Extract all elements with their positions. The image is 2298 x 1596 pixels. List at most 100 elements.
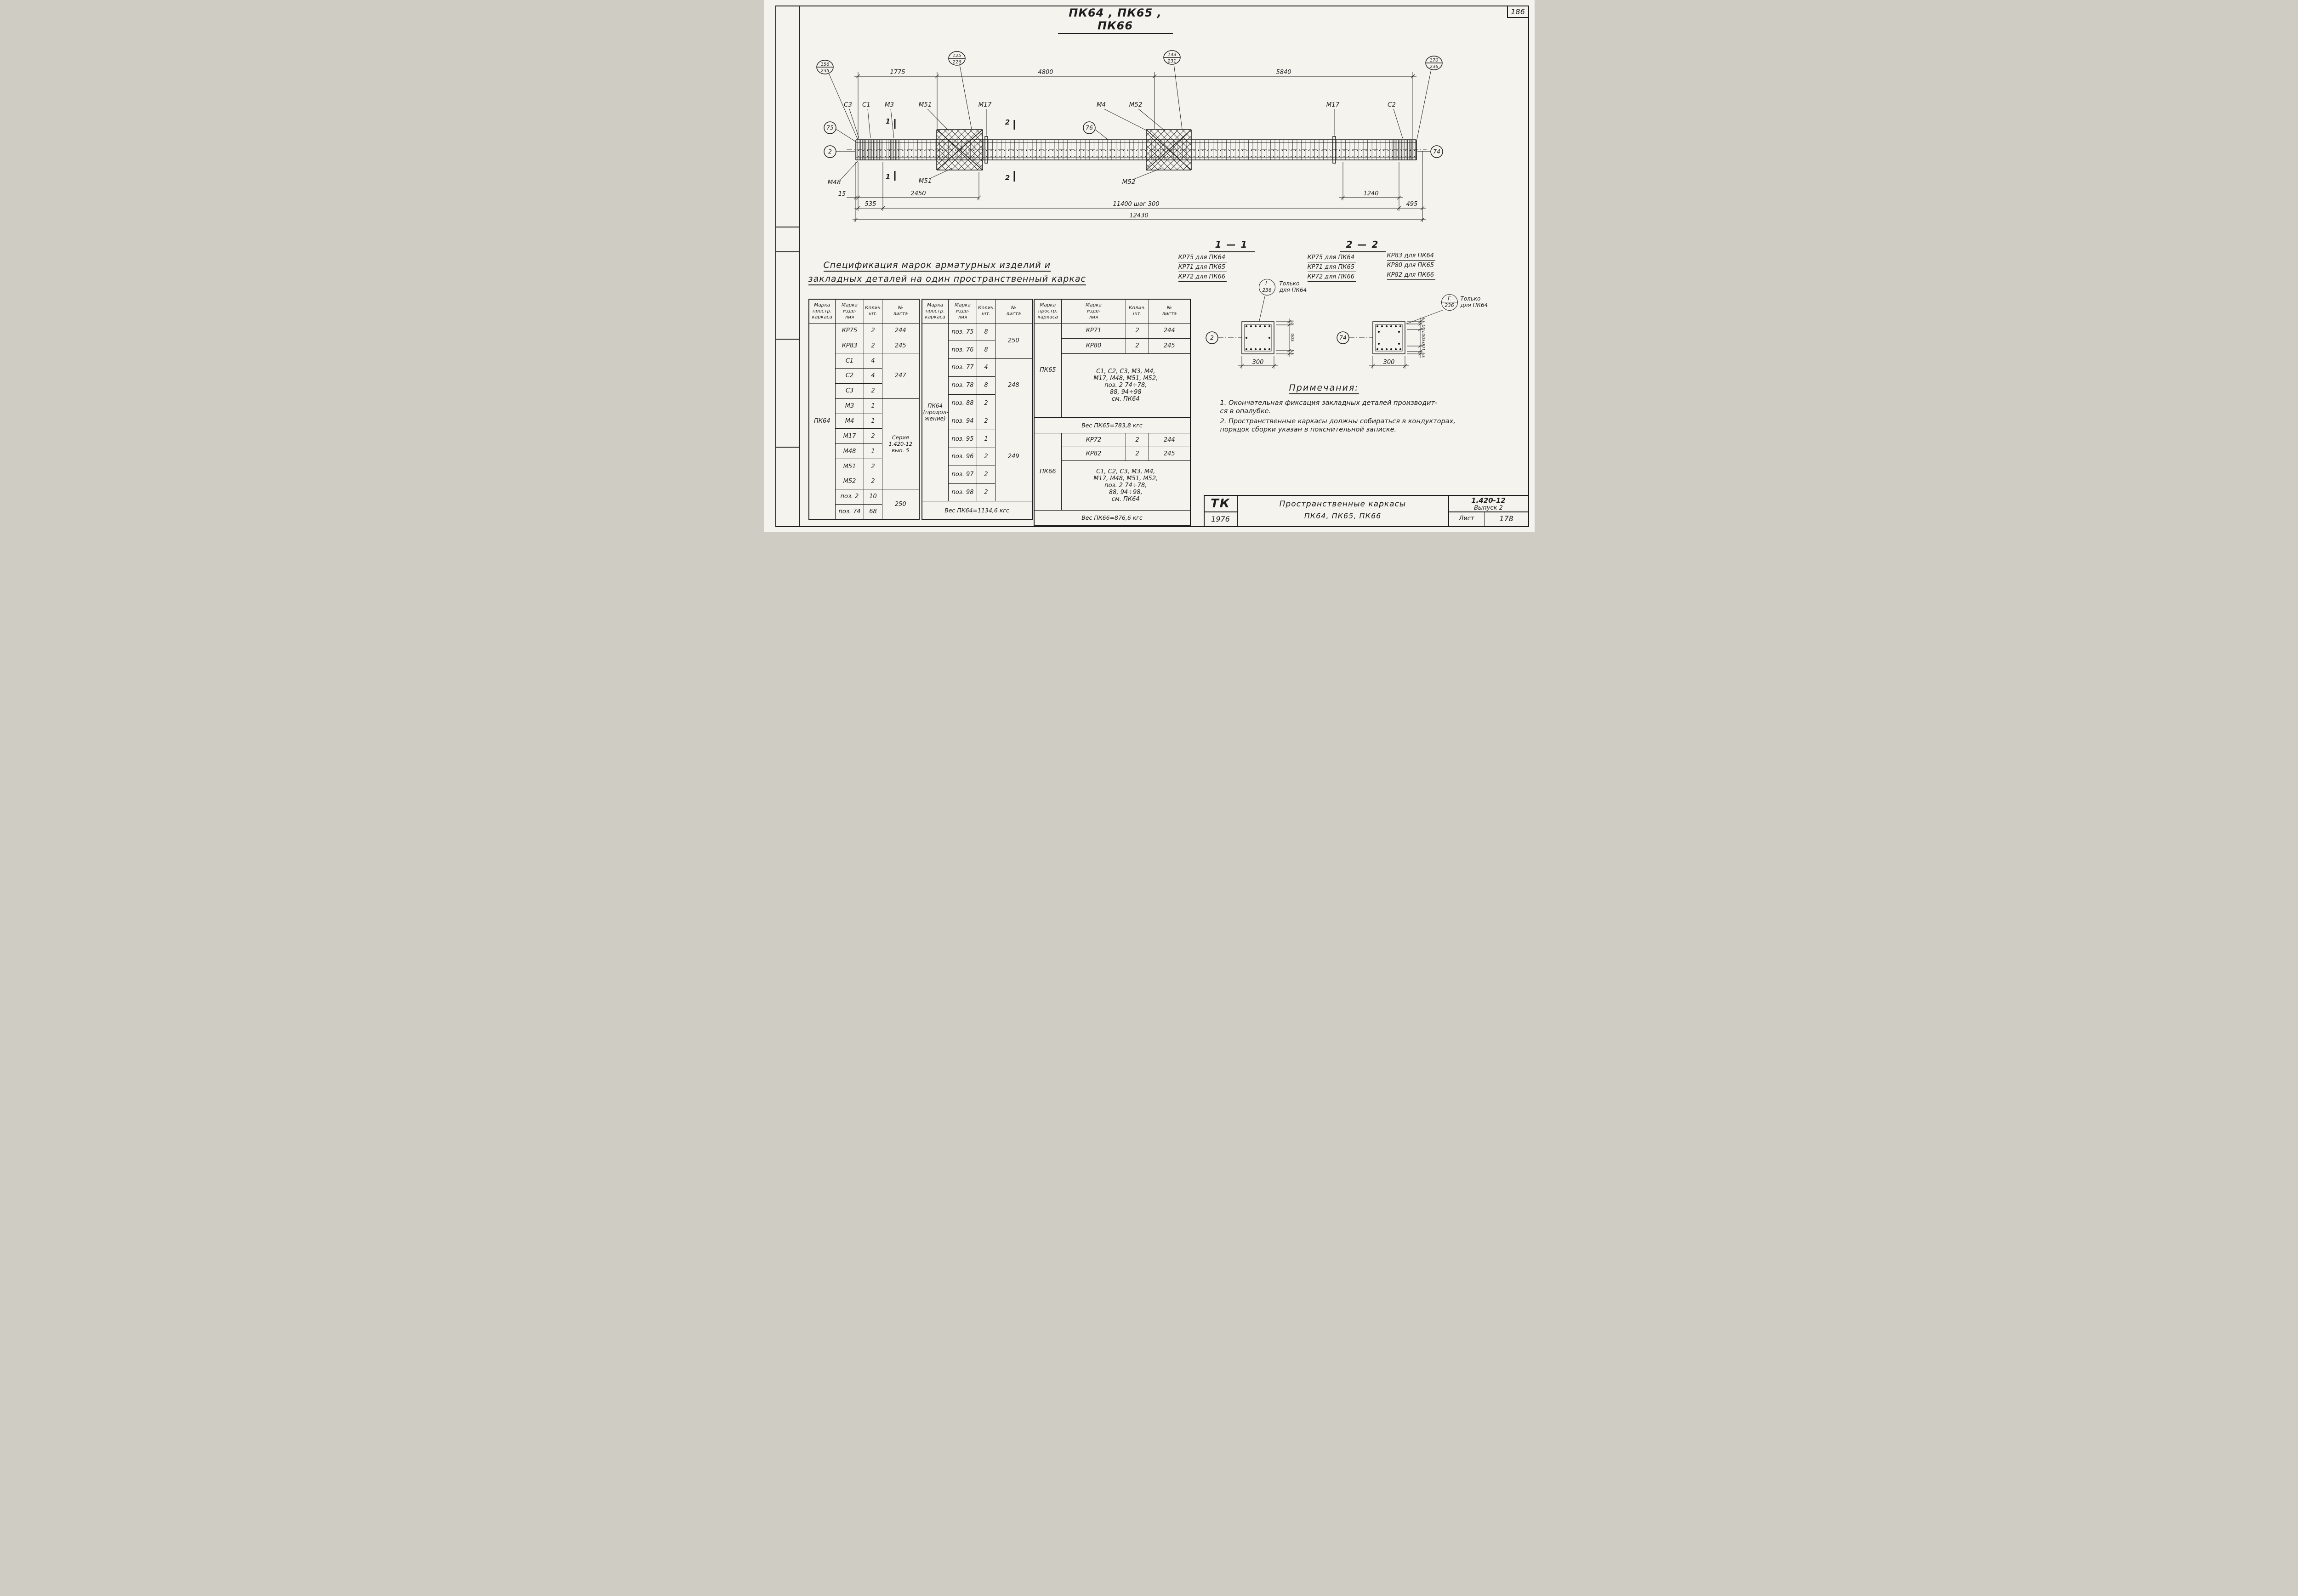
- spec-qty-cell: 2: [977, 448, 995, 466]
- series-code-cell: 1.420-12 Выпуск 2: [1449, 496, 1528, 512]
- fraction-top: 156: [820, 62, 829, 67]
- dim-label: 535: [865, 201, 876, 208]
- dim-label: 4800: [1038, 69, 1053, 76]
- part-label: М52: [1122, 178, 1135, 186]
- section-2-2-title: 2 — 2: [1339, 239, 1386, 252]
- spec-item-cell: С2: [835, 368, 864, 384]
- spec-qty-cell: 68: [864, 504, 882, 520]
- section-2-2-bar-list-left: КР75 для ПК64 КР71 для ПК65 КР72 для ПК6…: [1307, 254, 1356, 283]
- margin-cell-divider: [775, 251, 800, 252]
- spec-sheet-cell: 244: [882, 323, 919, 339]
- spec-item-cell: КР82: [1061, 446, 1126, 461]
- spec-item-cell: поз. 76: [948, 341, 977, 359]
- circle-callouts: [823, 121, 1443, 158]
- spec-qty-cell: 2: [864, 459, 882, 474]
- g-callout-number: 236: [1262, 288, 1272, 293]
- spec-table-pk64: Марка простр. каркаса Марка изде- лия Ко…: [808, 299, 920, 520]
- part-label: М51: [918, 101, 932, 108]
- spec-frame-cell: ПК64 (продол- жение): [921, 323, 949, 502]
- drawing-sheet: 186 ПК64 , ПК65 , ПК66: [763, 0, 1535, 532]
- bar-label: КР75 для ПК64: [1307, 254, 1356, 262]
- spec-qty-cell: 2: [864, 338, 882, 354]
- spec-same-as-cell: С1, С2, С3, М3, М4, М17, М48, М51, М52, …: [1061, 460, 1190, 511]
- dim-label: 300: [1291, 333, 1296, 342]
- dim-label: 300: [1383, 359, 1394, 366]
- spec-sheet-cell: 250: [882, 488, 919, 520]
- part-label: М4: [1096, 101, 1105, 108]
- dim-label: 35: [1291, 350, 1296, 356]
- section-1-1-view: 2 300: [1205, 296, 1296, 369]
- dim-label: 100: [1422, 324, 1427, 333]
- spec-item-cell: поз. 98: [948, 483, 977, 502]
- spec-item-cell: КР83: [835, 338, 864, 354]
- spec-item-cell: поз. 97: [948, 465, 977, 484]
- spec-qty-cell: 1: [977, 430, 995, 449]
- sheet-frame: [775, 6, 1529, 527]
- spec-sheet-cell: 245: [1149, 338, 1190, 354]
- sheet-cell: Лист 178: [1449, 512, 1528, 526]
- fraction-bottom: 226: [952, 60, 961, 65]
- dim-label: 35: [1422, 318, 1427, 324]
- part-labels: С3 С1 М3 М51 М17 М4 М52 М17 С2 М48 М51 М…: [827, 101, 1403, 186]
- spec-item-cell: поз. 94: [948, 412, 977, 431]
- callout-75: 75: [826, 124, 834, 131]
- spec-header-cell: Марка простр. каркаса: [808, 299, 836, 324]
- title-block: ТК 1976 Пространственные каркасы ПК64, П…: [1203, 495, 1529, 527]
- bar-label: КР72 для ПК66: [1178, 273, 1227, 282]
- note-item-2: 2. Пространственные каркасы должны собир…: [1220, 418, 1456, 433]
- spec-qty-cell: 8: [977, 376, 995, 395]
- section-mark-2: 2: [1005, 118, 1009, 126]
- beam-body: [846, 129, 1427, 170]
- spec-item-cell: С1: [835, 353, 864, 369]
- fraction-bottom: 235: [820, 68, 829, 74]
- spec-qty-cell: 2: [864, 473, 882, 489]
- spec-qty-cell: 1: [864, 398, 882, 414]
- spec-qty-cell: 2: [1126, 432, 1149, 447]
- spec-item-cell: КР80: [1061, 338, 1126, 354]
- g-callout-number: 236: [1445, 303, 1454, 308]
- spec-item-cell: КР71: [1061, 323, 1126, 339]
- cross-section-square: [1241, 321, 1274, 354]
- margin-cell-divider: [775, 339, 800, 340]
- spec-title-line1: Спецификация марок арматурных изделий и: [823, 260, 1051, 272]
- spec-frame-cell: ПК66: [1034, 432, 1062, 511]
- part-label: С2: [1387, 101, 1395, 108]
- spec-qty-cell: 1: [864, 413, 882, 429]
- spec-qty-cell: 2: [977, 394, 995, 413]
- spec-header-cell: № листа: [995, 299, 1032, 324]
- sheet-number: 178: [1499, 514, 1513, 523]
- part-label: М3: [884, 101, 893, 108]
- dim-label: 15: [838, 191, 846, 198]
- spec-qty-cell: 8: [977, 323, 995, 341]
- part-label: С3: [843, 101, 852, 108]
- drawing-title: ПК64 , ПК65 , ПК66: [1058, 6, 1173, 34]
- section-1-1-bar-list: КР75 для ПК64 КР71 для ПК65 КР72 для ПК6…: [1178, 254, 1227, 283]
- spec-item-cell: М51: [835, 459, 864, 474]
- g-callout: Г 236: [1258, 279, 1275, 295]
- section-mark-1: 1: [885, 173, 890, 181]
- stamp-year: 1976: [1211, 515, 1230, 523]
- spec-qty-cell: 2: [1126, 338, 1149, 354]
- document-title-line2: ПК64, ПК65, ПК66: [1304, 511, 1382, 520]
- margin-cell-divider: [775, 447, 800, 448]
- only-for-pk64-note: Только для ПК64: [1279, 280, 1307, 293]
- spec-qty-cell: 4: [977, 358, 995, 377]
- spec-item-cell: поз. 95: [948, 430, 977, 449]
- spec-item-cell: КР75: [835, 323, 864, 339]
- fraction-top: 170: [1429, 58, 1438, 63]
- g-callout-letter: Г: [1259, 279, 1275, 287]
- stamp-cell: ТК 1976: [1204, 496, 1238, 526]
- part-label: М48: [827, 179, 841, 186]
- fraction-top: 125: [952, 53, 961, 58]
- spec-qty-cell: 2: [864, 428, 882, 444]
- bar-label: КР80 для ПК65: [1387, 261, 1436, 270]
- beam-elevation-drawing: 1775 4800 5840 156 235 125 226 143 231 1…: [816, 50, 1443, 222]
- part-label: М17: [978, 101, 991, 108]
- part-label: М17: [1326, 101, 1339, 108]
- spec-sheet-cell: Серия 1.420-12 вып. 5: [882, 398, 919, 489]
- section-2-2-view: 74: [1336, 310, 1443, 369]
- spec-qty-cell: 2: [977, 412, 995, 431]
- bar-label: КР71 для ПК65: [1307, 263, 1356, 272]
- spec-weight-cell: Вес ПК65=783,8 кгс: [1034, 417, 1190, 433]
- bar-label: КР82 для ПК66: [1387, 271, 1436, 280]
